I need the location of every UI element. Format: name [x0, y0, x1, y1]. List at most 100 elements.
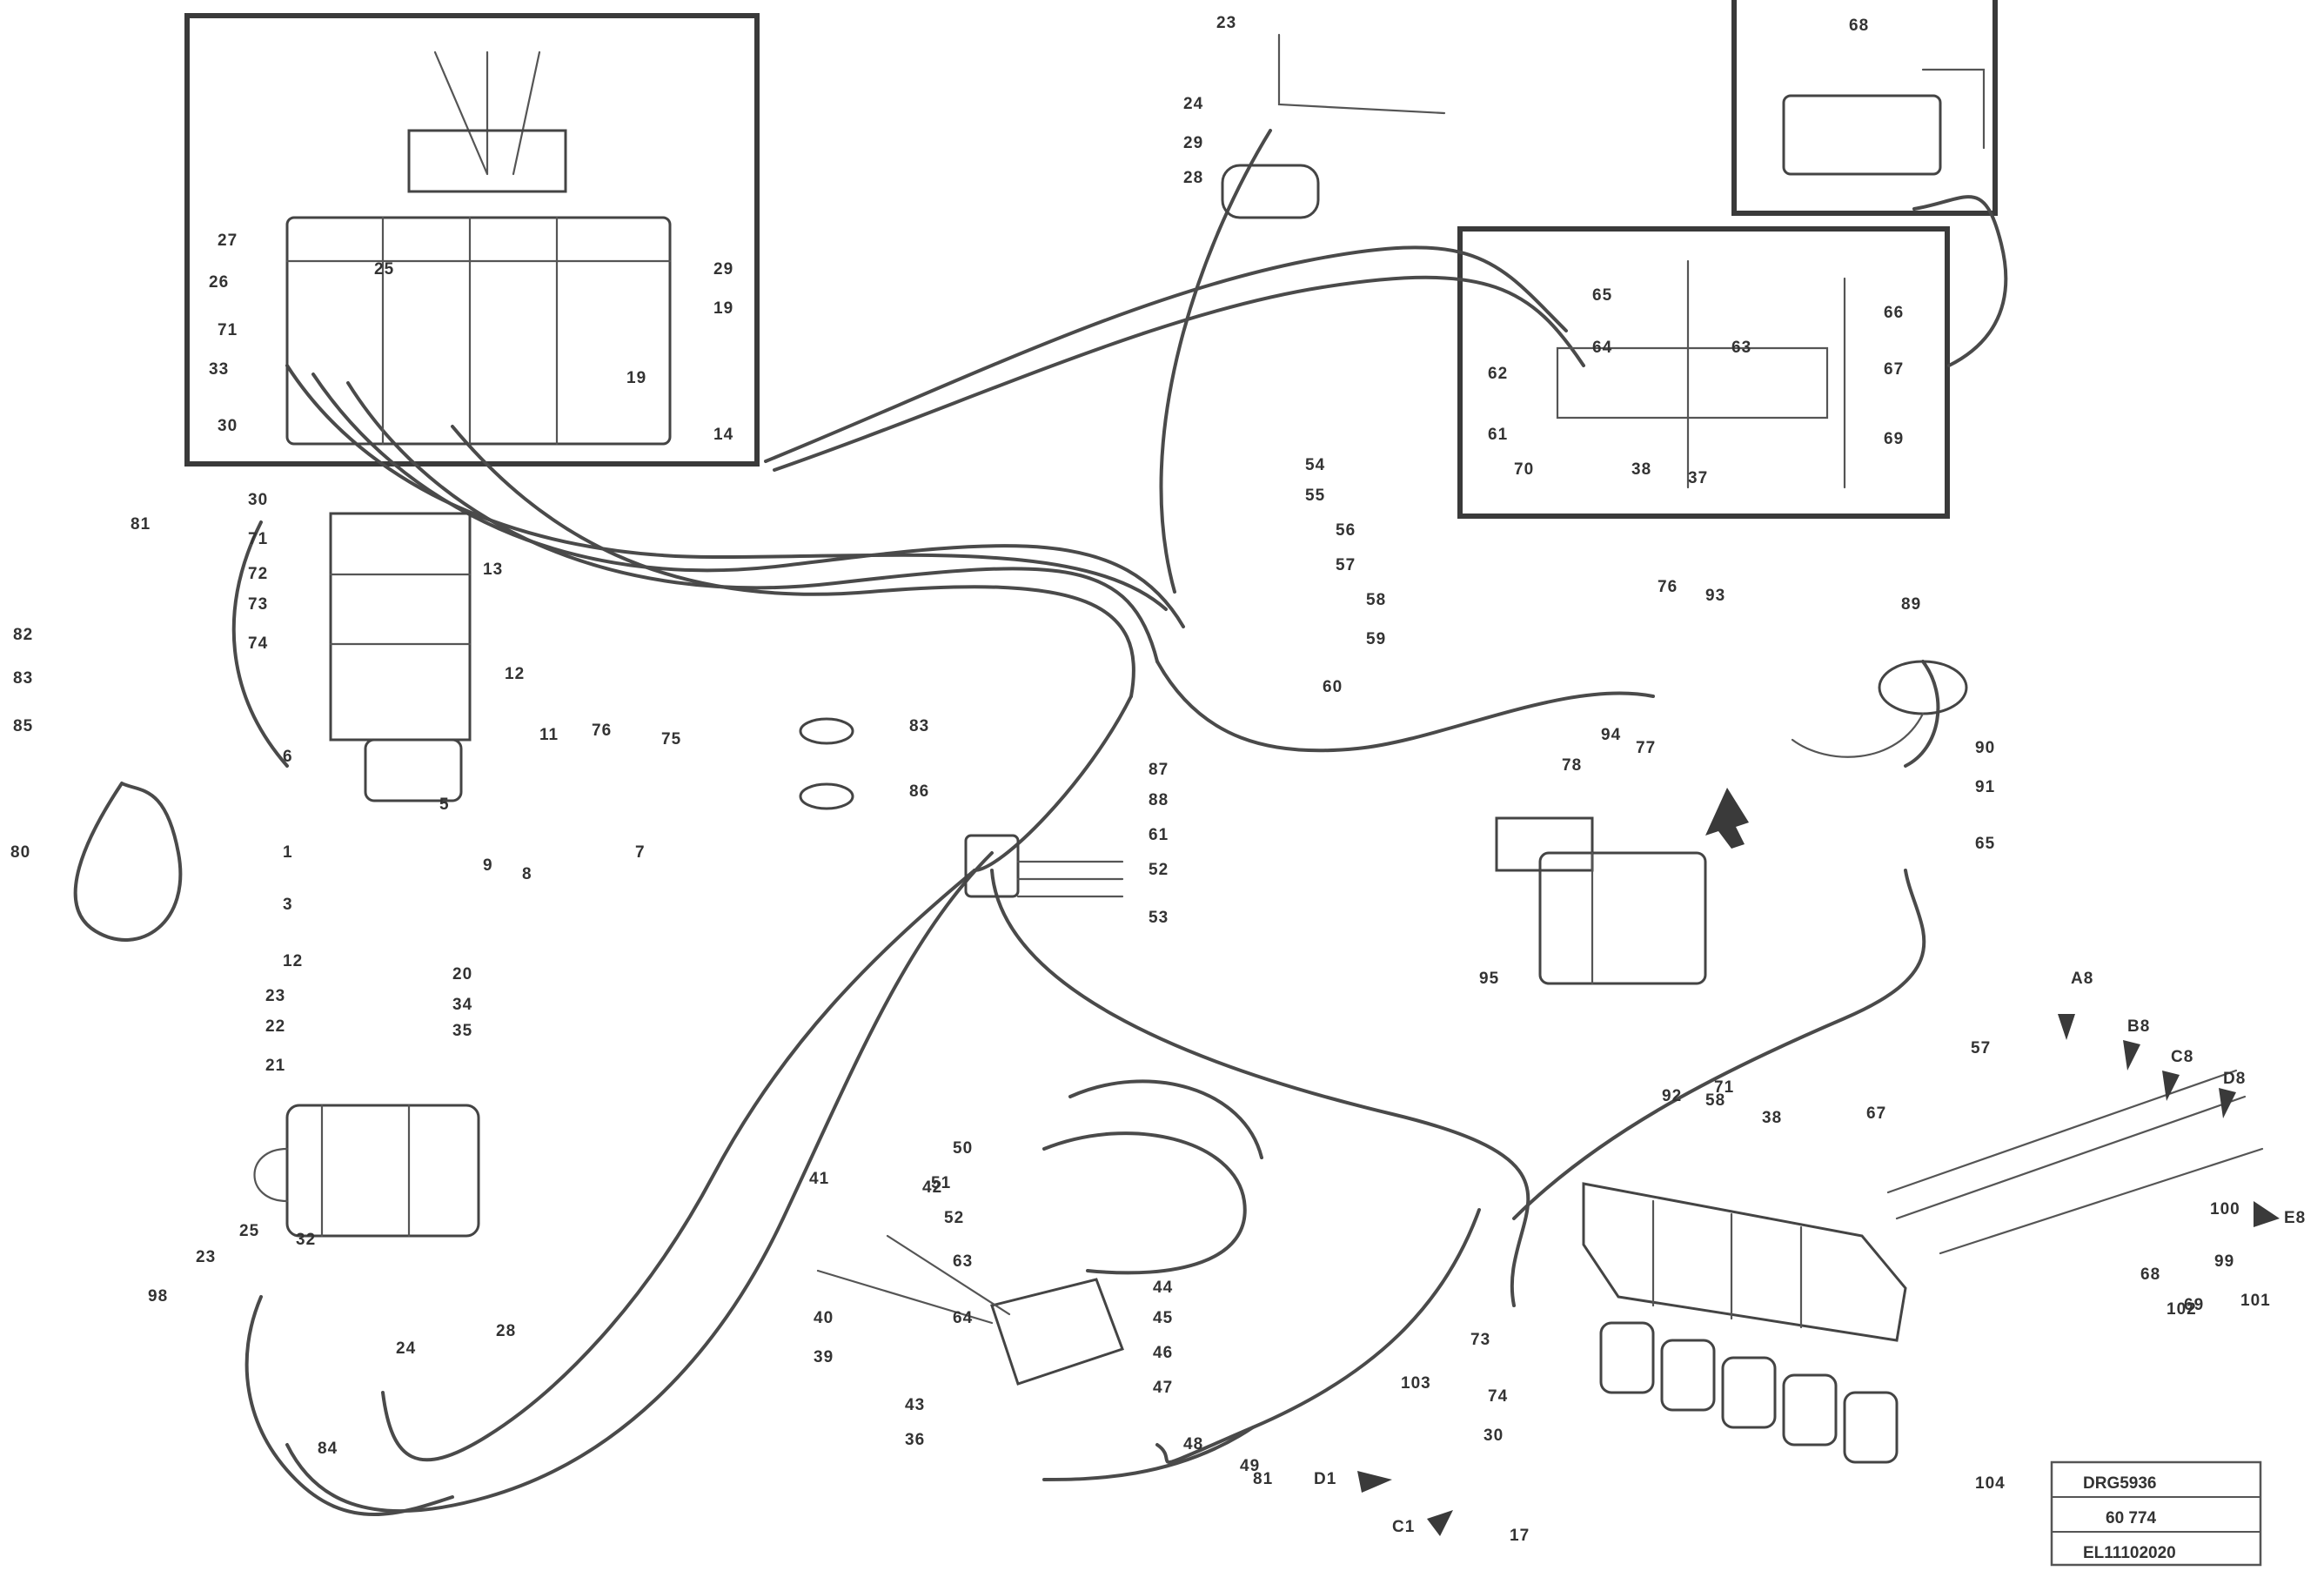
callout-52b: 52: [944, 1209, 964, 1227]
callout-104: 104: [1975, 1474, 2006, 1493]
callout-48: 48: [1183, 1435, 1203, 1453]
callout-94: 94: [1601, 726, 1621, 744]
callout-69b: 69: [2184, 1296, 2204, 1314]
main-valve-bank-bottom: [1582, 1182, 1907, 1464]
callout-61: 61: [1149, 826, 1169, 844]
callout-91: 91: [1975, 778, 1995, 796]
callout-25b: 25: [239, 1222, 259, 1240]
arrow-icon: [2219, 1088, 2236, 1118]
callout-26: 26: [209, 273, 229, 292]
arrow-icon: [2162, 1071, 2180, 1101]
callout-24: 24: [1183, 95, 1203, 113]
callout-21: 21: [265, 1057, 285, 1075]
callout-65b: 65: [1975, 835, 1995, 853]
hose-lines: [231, 129, 2008, 1516]
manifold-center: [964, 834, 1124, 898]
callout-74: 74: [248, 634, 268, 653]
callout-61b: 61: [1488, 426, 1508, 444]
callout-36: 36: [905, 1431, 925, 1449]
callout-20: 20: [452, 965, 472, 983]
callout-38b: 38: [1762, 1109, 1782, 1127]
callout-99: 99: [2214, 1252, 2234, 1271]
callout-49: 49: [1240, 1457, 1260, 1475]
top-center-coupling: [1221, 33, 1446, 219]
callout-87: 87: [1149, 761, 1169, 779]
callout-77: 77: [1636, 739, 1656, 757]
callout-19: 19: [713, 299, 733, 318]
callout-30c: 30: [1483, 1427, 1504, 1445]
callout-83: 83: [13, 669, 33, 688]
callout-42: 42: [922, 1178, 942, 1197]
callout-84: 84: [318, 1440, 338, 1458]
loop-hose-left: [73, 782, 183, 942]
callout-D1: D1: [1314, 1470, 1336, 1488]
callout-34: 34: [452, 996, 472, 1014]
pump-unit-left: [253, 1104, 480, 1238]
callout-7: 7: [635, 843, 646, 862]
callout-51: 51: [931, 1174, 951, 1192]
callout-41: 41: [809, 1170, 829, 1188]
callout-55: 55: [1305, 487, 1325, 505]
callout-D8: D8: [2223, 1070, 2246, 1088]
callout-81b: 81: [1253, 1470, 1273, 1488]
callout-23c: 23: [196, 1248, 216, 1266]
callout-35: 35: [452, 1022, 472, 1040]
callout-64: 64: [1592, 339, 1612, 357]
callout-13: 13: [483, 561, 503, 579]
callout-64b: 64: [953, 1309, 973, 1327]
callout-98: 98: [148, 1287, 168, 1306]
callout-88: 88: [1149, 791, 1169, 809]
callout-29b: 29: [713, 260, 733, 279]
callout-101: 101: [2240, 1292, 2271, 1310]
callout-60: 60: [1323, 678, 1343, 696]
callout-39: 39: [814, 1348, 834, 1366]
callout-40: 40: [814, 1309, 834, 1327]
callout-86: 86: [909, 782, 929, 801]
callout-102: 102: [2167, 1300, 2197, 1319]
right-valve-block: [1556, 259, 1846, 489]
callout-57: 57: [1336, 556, 1356, 574]
callout-28: 28: [1183, 169, 1203, 187]
callout-E8: E8: [2284, 1209, 2306, 1227]
small-fittings-center: [799, 717, 854, 810]
callout-75: 75: [661, 730, 681, 749]
callout-69: 69: [1884, 430, 1904, 448]
callout-81: 81: [131, 515, 151, 534]
arrow-icon: [2254, 1201, 2280, 1227]
accumulator-right: [1791, 660, 1968, 758]
callout-63b: 63: [953, 1252, 973, 1271]
callout-65: 65: [1592, 286, 1612, 305]
callout-8: 8: [522, 865, 532, 883]
callout-A8: A8: [2071, 970, 2093, 988]
callout-38: 38: [1631, 460, 1651, 479]
callout-56: 56: [1336, 521, 1356, 540]
callout-93: 93: [1705, 587, 1725, 605]
callout-59: 59: [1366, 630, 1386, 648]
callout-3: 3: [283, 896, 293, 914]
callout-85: 85: [13, 717, 33, 735]
callout-52: 52: [1149, 861, 1169, 879]
callout-82: 82: [13, 626, 33, 644]
callout-12: 12: [505, 665, 525, 683]
top-right-valve: [1782, 68, 1986, 176]
callout-28b: 28: [496, 1322, 516, 1340]
callout-47: 47: [1153, 1379, 1173, 1397]
callout-80: 80: [10, 843, 30, 862]
callout-57b: 57: [1971, 1039, 1991, 1057]
callout-68b: 68: [2140, 1265, 2160, 1284]
title-block-line1: DRG5936: [2083, 1474, 2157, 1493]
center-valve-bottom: [816, 1234, 1124, 1386]
inset-frame-right-valve: [1457, 226, 1950, 519]
arrow-icon: [1427, 1510, 1453, 1536]
callout-62: 62: [1488, 365, 1508, 383]
callout-33: 33: [209, 360, 229, 379]
pump-motor-right: [1495, 816, 1707, 985]
callout-29: 29: [1183, 134, 1203, 152]
callout-30b: 30: [248, 491, 268, 509]
callout-67b: 67: [1866, 1104, 1886, 1123]
callout-92: 92: [1662, 1087, 1682, 1105]
callout-46: 46: [1153, 1344, 1173, 1362]
callout-24b: 24: [396, 1339, 416, 1358]
callout-72: 72: [248, 565, 268, 583]
control-valve-bank: [285, 50, 672, 446]
